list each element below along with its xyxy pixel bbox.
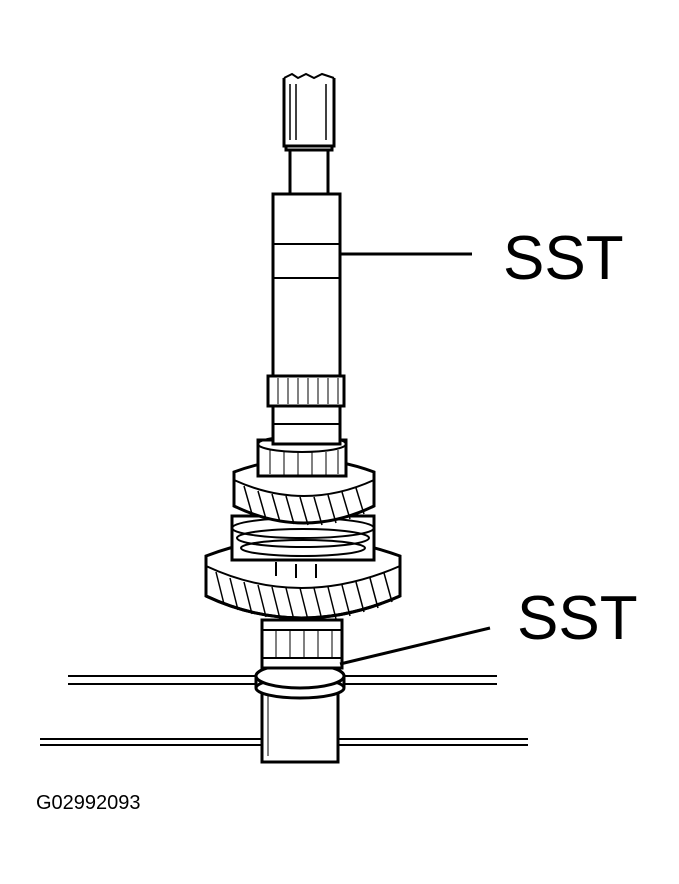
figure-id: G02992093: [36, 792, 141, 814]
sst-lower-label: SST: [517, 584, 638, 653]
lower-bearing: [262, 620, 342, 668]
upper-bearing: [258, 436, 346, 476]
leader-lines: [340, 254, 490, 664]
upper-sst-tube: [268, 194, 344, 444]
sst-upper-label: SST: [503, 224, 624, 293]
press-ram: [284, 74, 334, 194]
